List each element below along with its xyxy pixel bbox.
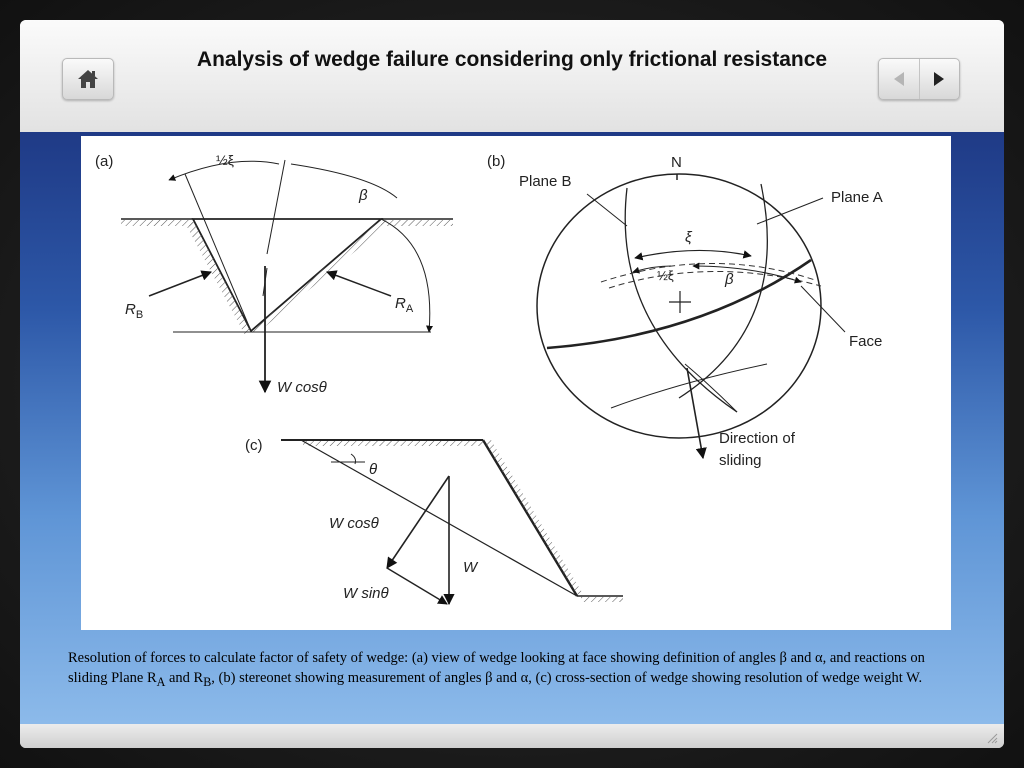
- panel-c: (c) θ: [245, 437, 623, 606]
- arrow-left-icon: [893, 72, 904, 86]
- rb-label: RB: [125, 301, 143, 321]
- face-label: Face: [849, 333, 882, 350]
- w-label: W: [463, 559, 479, 576]
- theta-label-c: θ: [369, 461, 377, 478]
- panel-a: (a): [95, 152, 453, 396]
- stereonet-circle: [536, 173, 822, 439]
- wedge-figure: (a): [81, 136, 951, 630]
- wcos-label-a: W cosθ: [277, 379, 327, 396]
- panel-b-label: (b): [487, 153, 505, 170]
- plane-a-label: Plane A: [831, 189, 883, 206]
- north-label: N: [671, 154, 682, 171]
- half-xi-label-a: ½ξ: [216, 152, 234, 168]
- page-title: Analysis of wedge failure considering on…: [196, 48, 828, 71]
- panel-c-label: (c): [245, 437, 263, 454]
- wedge-diagram: (a): [95, 152, 883, 606]
- home-button[interactable]: [62, 58, 114, 100]
- slide-header: Analysis of wedge failure considering on…: [20, 20, 1004, 132]
- slide-nav: [878, 58, 960, 100]
- half-xi-label-b: ½ξ: [657, 268, 674, 283]
- panel-a-label: (a): [95, 153, 113, 170]
- slide-footer: [20, 724, 1004, 748]
- plane-b-label: Plane B: [519, 173, 572, 190]
- slide: Analysis of wedge failure considering on…: [20, 20, 1004, 748]
- wsin-label: W sinθ: [343, 585, 389, 602]
- wcos-label-c: W cosθ: [329, 515, 379, 532]
- sliding-label-2: sliding: [719, 452, 762, 469]
- ra-label: RA: [395, 295, 414, 315]
- slide-content: (a): [20, 132, 1004, 724]
- figure-caption: Resolution of forces to calculate factor…: [68, 650, 925, 689]
- panel-b: (b) N: [487, 153, 883, 469]
- arrow-right-icon: [934, 72, 945, 86]
- beta-label-a: β: [358, 187, 368, 204]
- sliding-label-1: Direction of: [719, 430, 796, 447]
- next-slide-button[interactable]: [918, 59, 960, 99]
- home-icon: [78, 70, 98, 88]
- resize-grip-icon[interactable]: [986, 732, 998, 744]
- xi-label: ξ: [685, 229, 693, 246]
- previous-slide-button[interactable]: [879, 59, 919, 99]
- beta-label-b: β: [724, 271, 734, 288]
